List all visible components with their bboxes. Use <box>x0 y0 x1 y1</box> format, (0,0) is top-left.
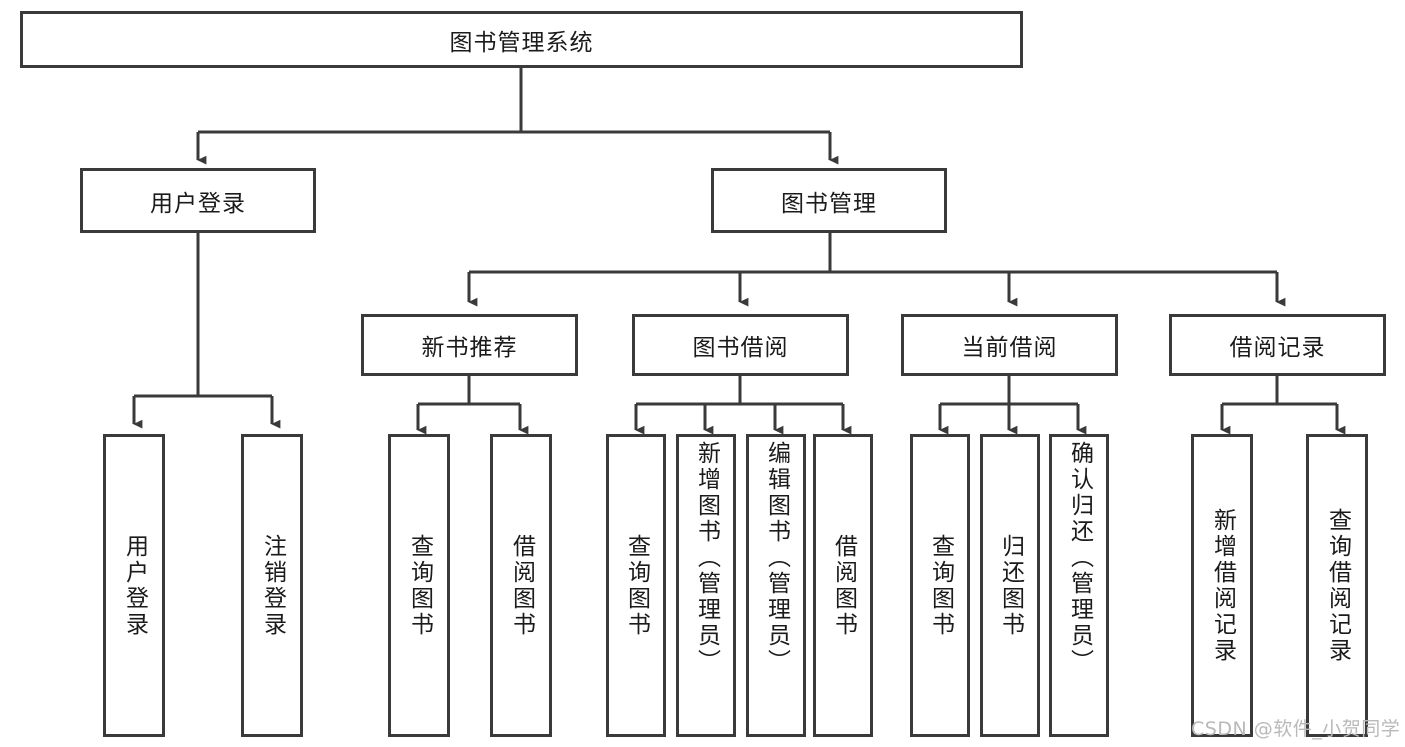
node-leaf-borrow-book-recommend[interactable]: 借阅图书 <box>490 434 552 737</box>
csdn-watermark: CSDN @软件_小贺同学 <box>1191 718 1401 740</box>
node-leaf-query-book-borrow[interactable]: 查询图书 <box>606 434 666 737</box>
node-leaf-query-book-recommend[interactable]: 查询图书 <box>388 434 450 737</box>
node-label: 注销登录 <box>259 533 286 638</box>
node-leaf-borrow-book[interactable]: 借阅图书 <box>813 434 873 737</box>
node-label: 借阅图书 <box>830 533 857 638</box>
node-leaf-query-borrow-record[interactable]: 查询借阅记录 <box>1306 434 1368 737</box>
node-label: 借阅图书 <box>508 533 535 638</box>
node-book-borrow[interactable]: 图书借阅 <box>632 314 849 376</box>
node-label: 借阅记录 <box>1229 335 1326 361</box>
node-label: 查询图书 <box>406 533 433 638</box>
node-label: 归还图书 <box>997 533 1024 638</box>
node-label: 图书管理系统 <box>449 29 594 56</box>
node-leaf-add-borrow-record[interactable]: 新增借阅记录 <box>1191 434 1253 737</box>
node-label: 当前借阅 <box>961 335 1058 361</box>
node-book-management-system[interactable]: 图书管理系统 <box>20 11 1023 68</box>
node-label: 用户登录 <box>121 533 148 638</box>
node-leaf-return-book[interactable]: 归还图书 <box>980 434 1040 737</box>
node-leaf-edit-book-admin[interactable]: 编辑图书（管理员） <box>746 434 806 737</box>
node-label: 新书推荐 <box>421 335 518 361</box>
node-book-management[interactable]: 图书管理 <box>711 168 947 233</box>
node-new-book-recommend[interactable]: 新书推荐 <box>361 314 578 376</box>
node-label: 确认归还（管理员） <box>1066 441 1093 675</box>
node-label: 查询借阅记录 <box>1324 507 1351 664</box>
node-label: 图书管理 <box>781 190 877 217</box>
node-leaf-add-book-admin[interactable]: 新增图书（管理员） <box>676 434 736 737</box>
node-user-login[interactable]: 用户登录 <box>80 168 316 233</box>
node-label: 新增借阅记录 <box>1209 507 1236 664</box>
node-label: 编辑图书（管理员） <box>763 441 790 675</box>
node-current-borrow[interactable]: 当前借阅 <box>901 314 1118 376</box>
node-borrow-record[interactable]: 借阅记录 <box>1169 314 1386 376</box>
node-label: 查询图书 <box>623 533 650 638</box>
node-leaf-user-login[interactable]: 用户登录 <box>103 434 165 737</box>
node-leaf-query-book-current[interactable]: 查询图书 <box>910 434 970 737</box>
node-label: 查询图书 <box>927 533 954 638</box>
node-leaf-confirm-return-admin[interactable]: 确认归还（管理员） <box>1049 434 1109 737</box>
node-leaf-logout[interactable]: 注销登录 <box>241 434 303 737</box>
node-label: 用户登录 <box>150 190 246 217</box>
node-label: 新增图书（管理员） <box>693 441 720 675</box>
node-label: 图书借阅 <box>692 335 789 361</box>
